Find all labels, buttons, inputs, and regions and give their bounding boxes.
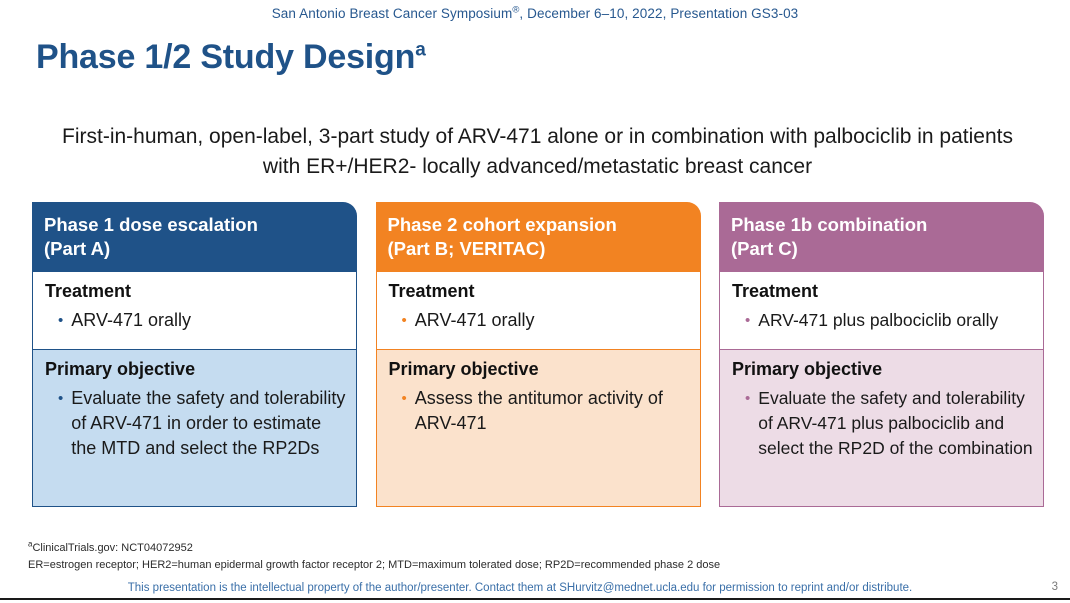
phase-header-line-2: (Part C) (731, 238, 798, 259)
slide-number: 3 (1051, 581, 1058, 593)
footnote-abbreviations: ER=estrogen receptor; HER2=human epiderm… (28, 559, 721, 571)
treatment-heading: Treatment (388, 281, 475, 301)
objective-heading: Primary objective (732, 359, 883, 379)
registered-mark-icon: ® (512, 4, 520, 16)
objective-bullet-item: • Evaluate the safety and tolerability o… (732, 386, 1033, 461)
conference-details: , December 6–10, 2022, Presentation GS3-… (519, 6, 799, 21)
phase-card-part-b: Phase 2 cohort expansion (Part B; VERITA… (375, 202, 701, 507)
phase-header-line-2: (Part B; VERITAC) (387, 238, 546, 259)
bullet-icon: • (401, 312, 407, 329)
treatment-bullet-item: • ARV-471 orally (45, 308, 346, 333)
objective-heading: Primary objective (388, 359, 539, 379)
phase-card-header-part-b: Phase 2 cohort expansion (Part B; VERITA… (375, 202, 701, 272)
treatment-section-part-a: Treatment • ARV-471 orally (32, 272, 357, 350)
study-description: First-in-human, open-label, 3-part study… (62, 125, 1013, 178)
bullet-icon: • (745, 312, 751, 329)
treatment-bullet-item: • ARV-471 plus palbociclib orally (732, 308, 1033, 333)
phase-card-part-a: Phase 1 dose escalation (Part A) Treatme… (32, 202, 357, 507)
conference-name: San Antonio Breast Cancer Symposium (271, 6, 513, 21)
conference-header: San Antonio Breast Cancer Symposium®, De… (0, 4, 1070, 21)
objective-heading: Primary objective (45, 359, 196, 379)
treatment-bullet-text: ARV-471 plus palbociclib orally (758, 310, 999, 330)
objective-section-part-c: Primary objective • Evaluate the safety … (719, 350, 1044, 507)
phase-card-part-c: Phase 1b combination (Part C) Treatment … (719, 202, 1044, 507)
objective-bullet-item: • Evaluate the safety and tolerability o… (45, 386, 346, 461)
study-design-columns: Phase 1 dose escalation (Part A) Treatme… (32, 202, 1044, 507)
objective-bullet-text: Evaluate the safety and tolerability of … (71, 388, 346, 458)
objective-section-part-a: Primary objective • Evaluate the safety … (32, 350, 357, 507)
phase-header-line-2: (Part A) (44, 238, 111, 259)
page-title-text: Phase 1/2 Study Design (36, 38, 416, 76)
phase-header-line-1: Phase 2 cohort expansion (387, 214, 617, 235)
phase-card-header-part-c: Phase 1b combination (Part C) (719, 202, 1044, 272)
bullet-icon: • (58, 312, 64, 329)
treatment-section-part-c: Treatment • ARV-471 plus palbociclib ora… (719, 272, 1044, 350)
objective-bullet-text: Evaluate the safety and tolerability of … (758, 388, 1033, 458)
treatment-section-part-b: Treatment • ARV-471 orally (375, 272, 701, 350)
treatment-bullet-text: ARV-471 orally (71, 310, 191, 330)
treatment-heading: Treatment (732, 281, 819, 301)
footer-rule (0, 598, 1070, 600)
objective-bullet-text: Assess the antitumor activity of ARV-471 (414, 388, 663, 433)
page-title: Phase 1/2 Study Designa (36, 38, 426, 77)
footnotes: aClinicalTrials.gov: NCT04072952 ER=estr… (28, 539, 1028, 573)
bullet-icon: • (58, 390, 64, 407)
copyright-notice: This presentation is the intellectual pr… (127, 582, 913, 594)
phase-card-header-part-a: Phase 1 dose escalation (Part A) (32, 202, 357, 272)
footnote-marker: a (28, 539, 33, 549)
title-footnote-marker: a (415, 39, 426, 61)
phase-header-line-1: Phase 1 dose escalation (44, 214, 258, 235)
footnote-trial-registration: aClinicalTrials.gov: NCT04072952 (28, 539, 1028, 556)
treatment-bullet-text: ARV-471 orally (414, 310, 535, 330)
treatment-bullet-item: • ARV-471 orally (389, 308, 690, 333)
objective-section-part-b: Primary objective • Assess the antitumor… (375, 350, 701, 507)
bullet-icon: • (401, 390, 407, 407)
objective-bullet-item: • Assess the antitumor activity of ARV-4… (389, 386, 690, 436)
slide-footer: This presentation is the intellectual pr… (0, 578, 1070, 603)
phase-header-line-1: Phase 1b combination (731, 214, 928, 235)
bullet-icon: • (745, 390, 751, 407)
treatment-heading: Treatment (45, 281, 132, 301)
footnote-trial-text: ClinicalTrials.gov: NCT04072952 (32, 542, 193, 554)
